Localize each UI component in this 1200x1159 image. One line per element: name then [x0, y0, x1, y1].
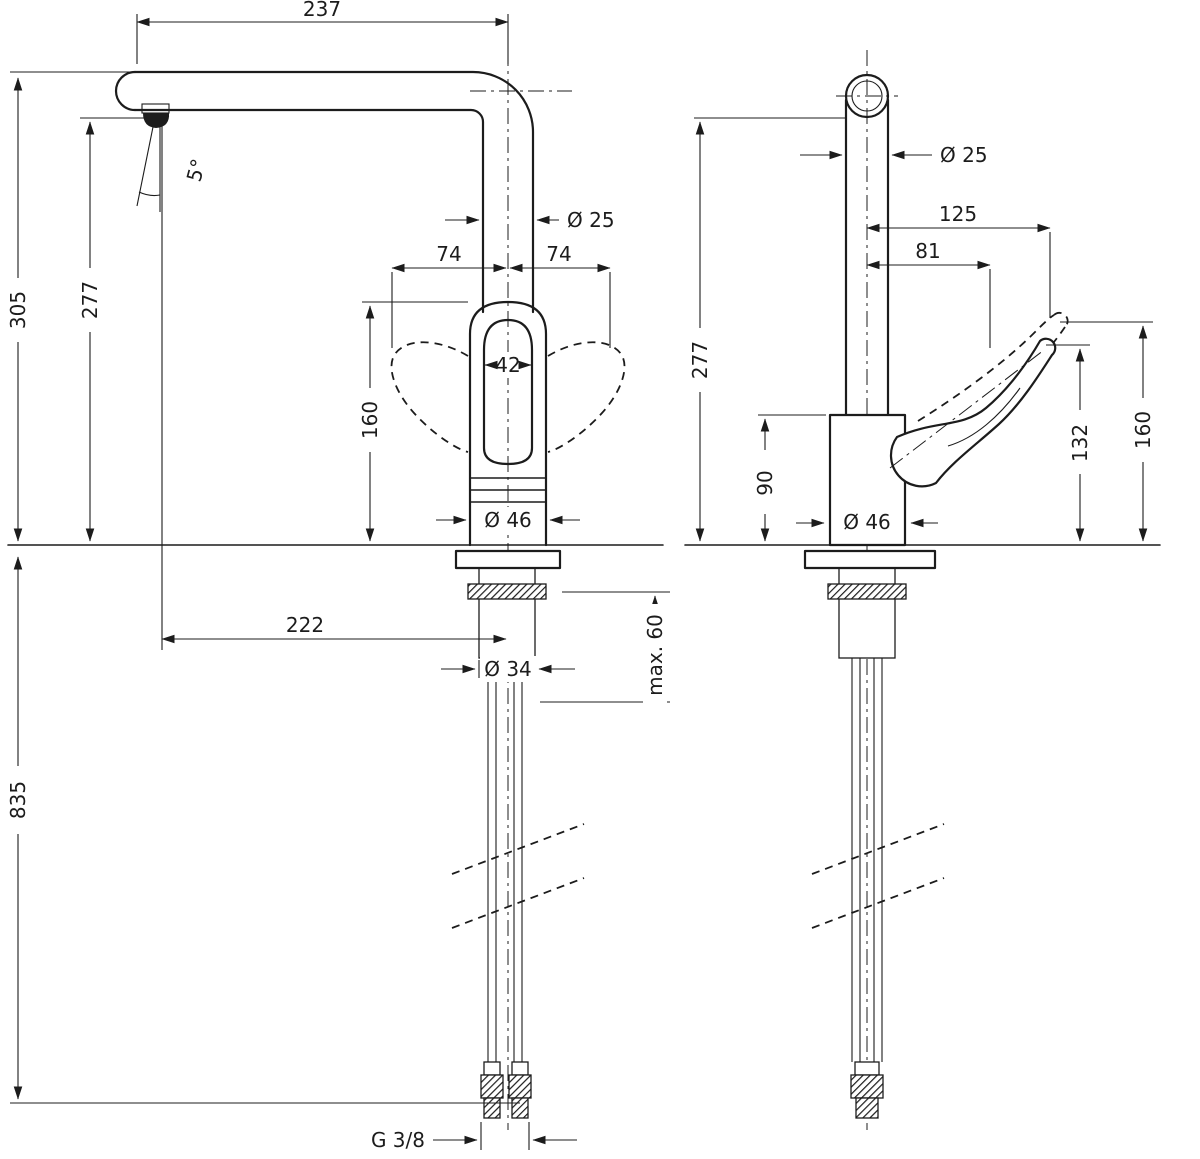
angle-indicator: 5° — [136, 121, 211, 212]
dim-label-dia25-side: Ø 25 — [940, 143, 988, 167]
dim-handle-swing: 74 74 — [391, 242, 611, 348]
front-view: 237 305 277 5° Ø 25 — [6, 0, 670, 1152]
handle-lever — [889, 337, 1057, 488]
dim-label-74-left: 74 — [436, 242, 461, 266]
dim-body-diameter-side: Ø 46 — [796, 509, 938, 535]
dim-label-305: 305 — [6, 291, 30, 329]
dim-body-height: 90 — [753, 414, 826, 542]
dim-label-dia34: Ø 34 — [484, 657, 532, 681]
dim-spout-height-side: 277 — [688, 117, 846, 542]
dim-aerator-reach: 222 — [161, 126, 507, 650]
dim-spout-diameter-front: Ø 25 — [445, 208, 615, 232]
dim-handle-height-up: 160 — [1060, 321, 1155, 542]
dim-label-160-front: 160 — [358, 401, 382, 439]
dim-label-237: 237 — [303, 0, 341, 21]
centerlines — [470, 50, 572, 1130]
break-marks — [451, 823, 585, 929]
dim-label-81: 81 — [915, 239, 940, 263]
mounting-hardware-side — [803, 549, 937, 659]
dim-label-g38: G 3/8 — [371, 1128, 425, 1152]
hose-connectors — [480, 1061, 532, 1119]
dim-label-835: 835 — [6, 781, 30, 819]
handle-swing-range — [390, 341, 626, 453]
dim-label-160-side: 160 — [1131, 411, 1155, 449]
handle-front — [468, 300, 548, 547]
dim-thread-size: G 3/8 — [371, 1122, 577, 1152]
dim-spout-height-front: 277 — [78, 117, 148, 542]
dim-handle-reach: 125 — [866, 202, 1051, 318]
break-marks-side — [811, 823, 945, 929]
aerator — [141, 103, 170, 128]
dim-handle-grip-reach: 81 — [866, 239, 991, 348]
dim-label-max60: max. 60 — [643, 614, 667, 696]
dim-handle-height-front: 160 — [358, 301, 468, 542]
supply-hoses — [487, 658, 523, 1062]
dim-label-42: 42 — [495, 353, 520, 377]
side-view: Ø 25 125 81 277 90 Ø 46 — [684, 50, 1161, 1130]
dim-label-74-right: 74 — [546, 242, 571, 266]
spout-side — [844, 73, 890, 417]
dim-handle-width: 42 — [484, 352, 532, 378]
dim-max-counter-thickness: max. 60 — [540, 591, 670, 704]
supply-hoses-side — [851, 658, 883, 1062]
dim-total-height: 305 — [6, 71, 133, 542]
mounting-hardware — [454, 549, 562, 659]
hose-connector-side — [850, 1061, 884, 1119]
dim-label-125: 125 — [939, 202, 977, 226]
dim-label-277-side: 277 — [688, 341, 712, 379]
spout-outline — [114, 70, 535, 314]
body-front — [469, 477, 547, 503]
dim-hose-length: 835 — [6, 556, 520, 1104]
dim-shank-diameter: Ø 34 — [441, 656, 575, 682]
dim-label-132: 132 — [1068, 424, 1092, 462]
dim-label-90: 90 — [753, 470, 777, 495]
dim-body-diameter-front: Ø 46 — [436, 507, 580, 533]
dim-label-277-front: 277 — [78, 281, 102, 319]
dim-label-5deg: 5° — [182, 156, 211, 184]
dim-label-dia46-side: Ø 46 — [843, 510, 891, 534]
dim-spout-diameter-side: Ø 25 — [800, 143, 988, 167]
dim-handle-height-down: 132 — [1046, 344, 1092, 542]
dim-spout-reach: 237 — [136, 0, 509, 64]
dim-label-dia46-front: Ø 46 — [484, 508, 532, 532]
dim-label-dia25-front: Ø 25 — [567, 208, 615, 232]
dim-label-222: 222 — [286, 613, 324, 637]
